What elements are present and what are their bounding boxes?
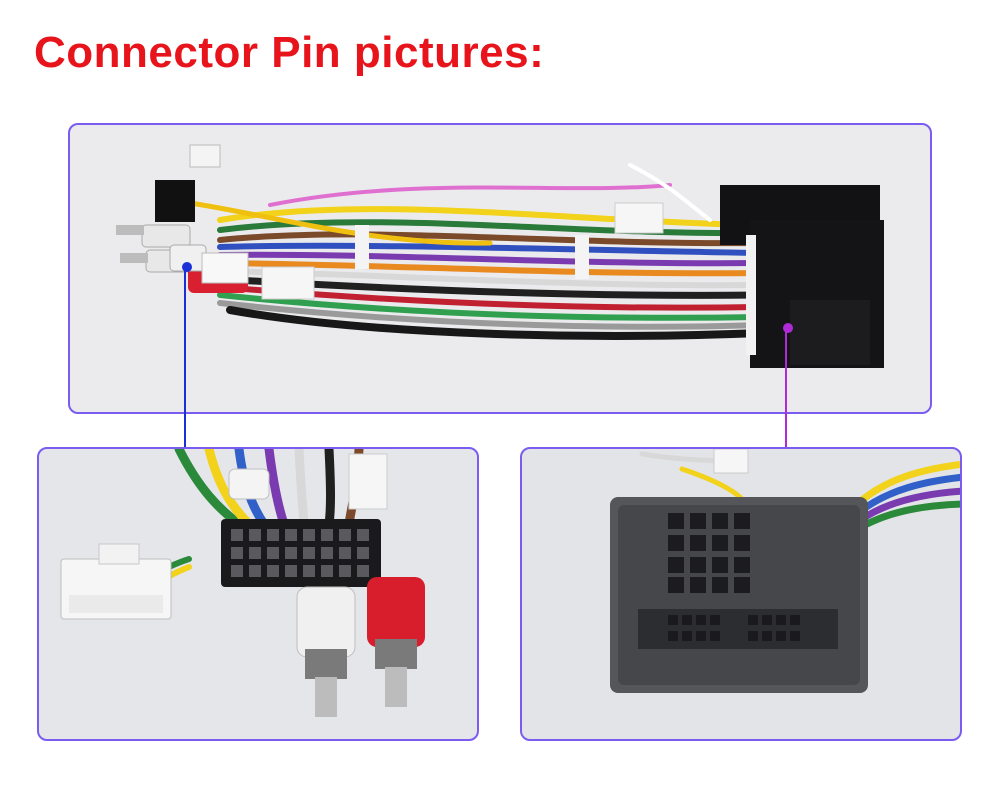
rca-white-plug [296,586,356,717]
harness-overview-drawing [116,144,884,368]
quadlock-connector-drawing [610,449,960,693]
rca-red-plug [367,577,425,707]
wire-sleeve [575,235,589,279]
page-title: Connector Pin pictures: [34,28,545,77]
wire-sleeve [355,225,369,269]
white-plug [189,144,221,168]
iso-pin-block [221,519,381,587]
wire-tag-label [348,453,388,510]
wire-tag-label [614,202,664,234]
wire-bundle [187,163,764,340]
wire-tag-label [261,266,315,300]
quadlock-housing [610,497,868,693]
harness-overview-photo [68,123,932,414]
white-harness-connector [201,252,249,284]
iso-connector-closeup-photo [37,447,479,741]
white-connector [60,543,172,620]
pointer-dot-right [783,323,793,333]
cable-tie [228,468,270,500]
quadlock-connector-closeup-photo [520,447,962,741]
iso-connector-drawing [60,449,425,717]
quadlock-connector-body [720,185,884,368]
white-plug [713,449,749,474]
pointer-dot-left [182,262,192,272]
iso-connector-body [155,180,195,222]
